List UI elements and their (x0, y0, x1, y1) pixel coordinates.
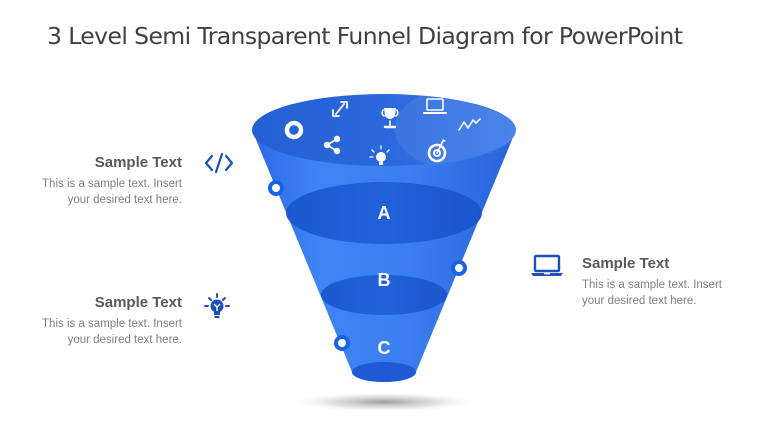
callout-body: This is a sample text. Insert your desir… (582, 279, 722, 307)
funnel-bottom-ring (352, 362, 416, 382)
code-icon (204, 152, 234, 174)
connector-dot-1 (268, 180, 284, 196)
slide-title: 3 Level Semi Transparent Funnel Diagram … (47, 22, 683, 50)
connector-dot-2 (451, 260, 467, 276)
level-label-c: C (378, 338, 391, 358)
callout-2: Sample Text This is a sample text. Inser… (0, 294, 182, 348)
trophy-icon (381, 109, 399, 129)
lightbulb-icon-top (369, 145, 390, 158)
funnel-level-b-ring (321, 275, 447, 315)
laptop-icon (531, 254, 563, 276)
level-label-b: B (378, 270, 391, 290)
callout-body: This is a sample text. Insert your desir… (42, 318, 182, 346)
connector-dot-3 (334, 335, 350, 351)
funnel-level-a-ring (286, 182, 482, 244)
laptop-icon-top (423, 98, 447, 114)
callout-3: Sample Text This is a sample text. Inser… (582, 255, 768, 309)
callout-heading: Sample Text (94, 294, 182, 311)
expand-icon (332, 101, 348, 117)
callout-heading: Sample Text (582, 255, 670, 272)
callout-heading: Sample Text (94, 154, 182, 171)
line-graph-icon (458, 118, 481, 131)
level-label-a: A (378, 203, 391, 223)
pie-chart-icon (284, 120, 304, 140)
lightbulb-icon (204, 293, 230, 318)
callout-body: This is a sample text. Insert your desir… (42, 178, 182, 206)
callout-1: Sample Text This is a sample text. Inser… (0, 154, 182, 208)
target-icon (427, 140, 447, 163)
funnel-shadow (289, 392, 479, 412)
funnel-top (252, 94, 516, 166)
